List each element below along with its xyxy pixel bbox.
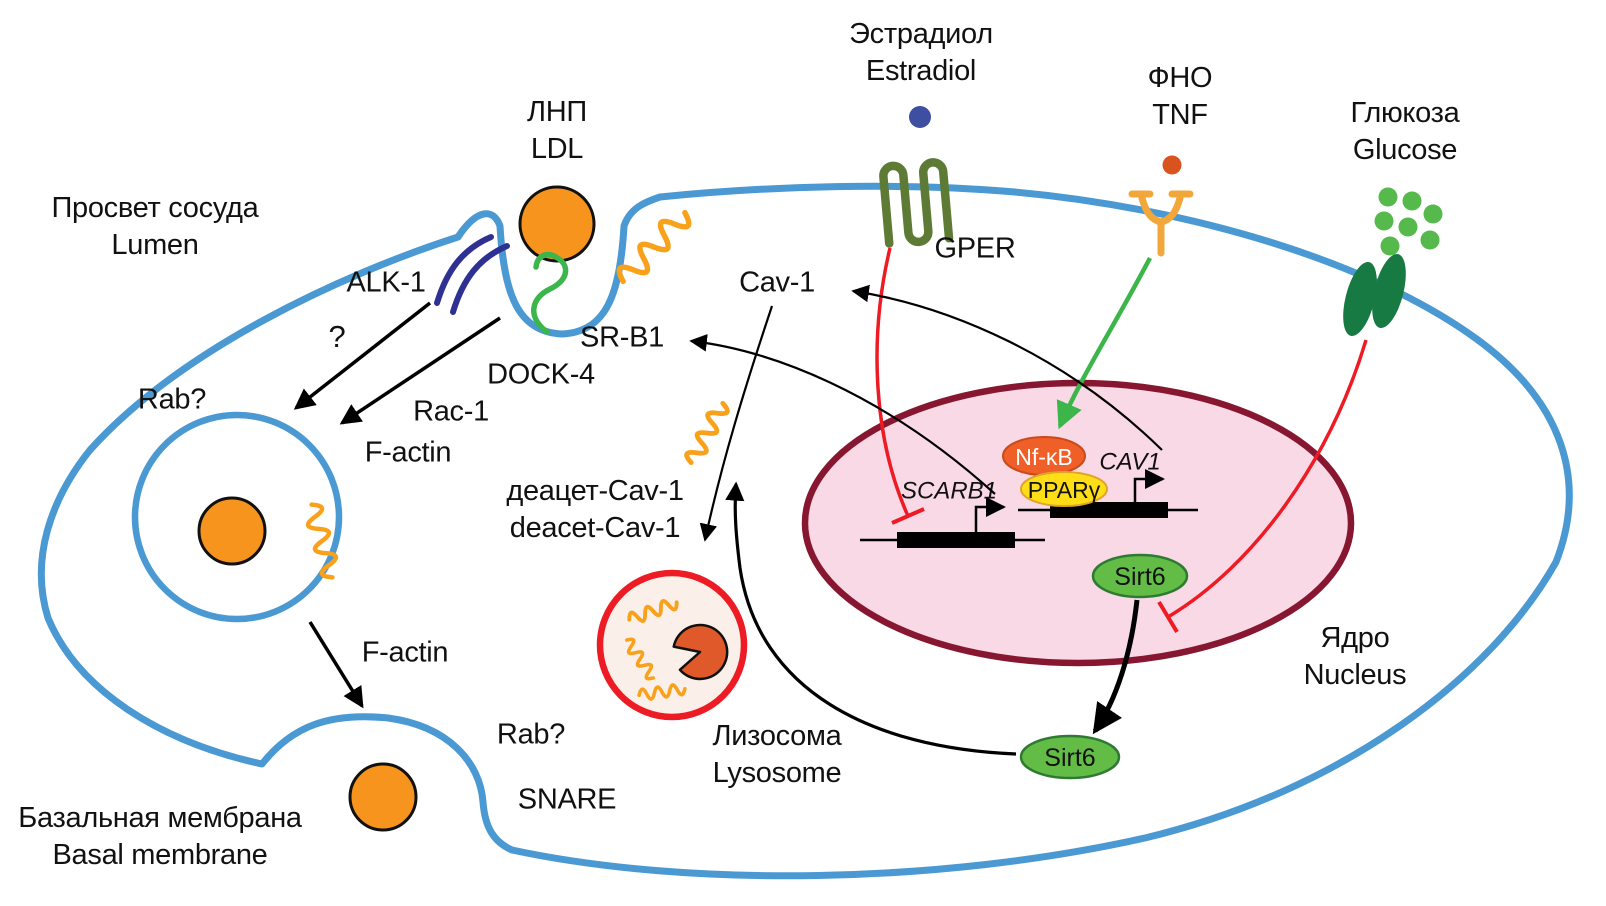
glucose-molecules — [1374, 187, 1443, 256]
label-tnf: ФНО TNF — [1148, 60, 1213, 134]
label-tnf-en: TNF — [1152, 99, 1208, 131]
label-lysosome-ru: Лизосома — [712, 719, 842, 752]
label-ldl-en: LDL — [530, 133, 584, 165]
label-estradiol-ru: Эстрадиол — [849, 17, 993, 50]
label-f-actin-upper: F-actin — [364, 436, 452, 469]
arrow-scarb1gene-to-srb1 — [689, 334, 996, 495]
label-question-mark: ? — [328, 319, 346, 355]
label-lysosome-en: Lysosome — [712, 757, 842, 789]
scarb1-gene-label: SCARB1 — [901, 478, 997, 505]
estradiol-ligand — [909, 106, 931, 128]
label-snare: SNARE — [517, 783, 617, 816]
label-nucleus-ru: Ядро — [1320, 621, 1390, 654]
label-lumen: Просвет сосуда Lumen — [51, 190, 258, 264]
label-srb1: SR-B1 — [580, 321, 664, 354]
label-nucleus-en: Nucleus — [1303, 659, 1407, 691]
glucose-transporter — [1343, 253, 1406, 337]
label-rab-upper: Rab? — [137, 383, 207, 416]
arrow-sirt6-export — [1092, 599, 1140, 735]
arrow-vesicle-to-basal-pit — [308, 621, 364, 709]
arrow-cav1gene-to-cav1 — [851, 284, 1163, 451]
arrow-cav1-to-lysosome — [699, 305, 774, 542]
inhibition-gper-scarb1 — [875, 247, 925, 525]
ppar-gamma-factor: PPARγ — [1020, 471, 1108, 507]
sirt6-cytoplasmic: Sirt6 — [1019, 734, 1121, 780]
ldl-particle-vesicle — [197, 496, 267, 566]
label-cav1: Cav-1 — [739, 266, 815, 299]
arrow-dock4-to-vesicle — [339, 316, 501, 425]
lysosome — [596, 569, 748, 721]
label-glucose-ru: Глюкоза — [1350, 96, 1460, 129]
cav1-gene-label: CAV1 — [1099, 449, 1160, 476]
label-glucose-en: Glucose — [1352, 134, 1458, 166]
label-tnf-ru: ФНО — [1147, 61, 1213, 94]
tnf-ligand — [1162, 155, 1182, 175]
tnf-receptor — [1128, 190, 1194, 257]
activation-tnf-nfkb — [1056, 256, 1152, 430]
label-lysosome: Лизосома Lysosome — [713, 718, 842, 792]
sirt6-nuclear: Sirt6 — [1091, 553, 1189, 599]
cav1-gene: CAV1 — [1018, 449, 1198, 518]
label-basal-membrane-en: Basal membrane — [52, 839, 268, 871]
label-alk1: ALK-1 — [346, 266, 426, 299]
label-deacet-cav1: деацет-Cav-1 deacet-Cav-1 — [506, 473, 684, 547]
alk1-receptor — [434, 234, 510, 315]
label-gper: GPER — [934, 232, 1016, 265]
sirt6-cytoplasmic-label: Sirt6 — [1044, 744, 1095, 772]
label-rab-lower: Rab? — [496, 718, 566, 751]
label-deacet-cav1-en: deacet-Cav-1 — [509, 512, 681, 544]
label-estradiol: Эстрадиол Estradiol — [849, 16, 993, 90]
arrow-alk1-to-vesicle — [293, 301, 432, 410]
sirt6-nuclear-label: Sirt6 — [1114, 563, 1165, 591]
label-lumen-en: Lumen — [111, 229, 199, 261]
label-dock4: DOCK-4 — [487, 358, 595, 391]
deacet-cav1-squiggle — [684, 400, 730, 467]
ppar-gamma-label: PPARγ — [1028, 477, 1101, 503]
label-glucose: Глюкоза Glucose — [1351, 95, 1460, 169]
srb1-receptor — [531, 251, 569, 335]
label-ldl: ЛНП LDL — [527, 94, 587, 168]
gper-receptor — [879, 158, 954, 248]
label-estradiol-en: Estradiol — [865, 55, 977, 87]
arrow-sirt6-to-deacet-cav1 — [725, 481, 1017, 756]
ldl-particle-bottom — [348, 762, 418, 832]
label-lumen-ru: Просвет сосуда — [51, 191, 259, 224]
label-ldl-ru: ЛНП — [527, 95, 587, 128]
endocytic-vesicle — [131, 411, 341, 623]
label-f-actin-lower: F-actin — [361, 636, 449, 669]
nfkb-factor: Nf-κB — [1002, 436, 1086, 476]
ldl-particle-top — [518, 185, 596, 263]
nfkb-label: Nf-κB — [1015, 444, 1073, 470]
lysosome-enzyme-pacman — [672, 623, 729, 681]
inhibition-glucose-sirt6 — [1157, 339, 1368, 634]
nucleus — [801, 379, 1355, 667]
label-basal-membrane-ru: Базальная мембрана — [18, 801, 302, 834]
cell-membrane — [37, 182, 1573, 880]
label-basal-membrane: Базальная мембрана Basal membrane — [18, 800, 302, 874]
label-rac1: Rac-1 — [413, 395, 489, 428]
label-nucleus: Ядро Nucleus — [1304, 620, 1407, 694]
label-deacet-cav1-ru: деацет-Cav-1 — [506, 474, 684, 507]
